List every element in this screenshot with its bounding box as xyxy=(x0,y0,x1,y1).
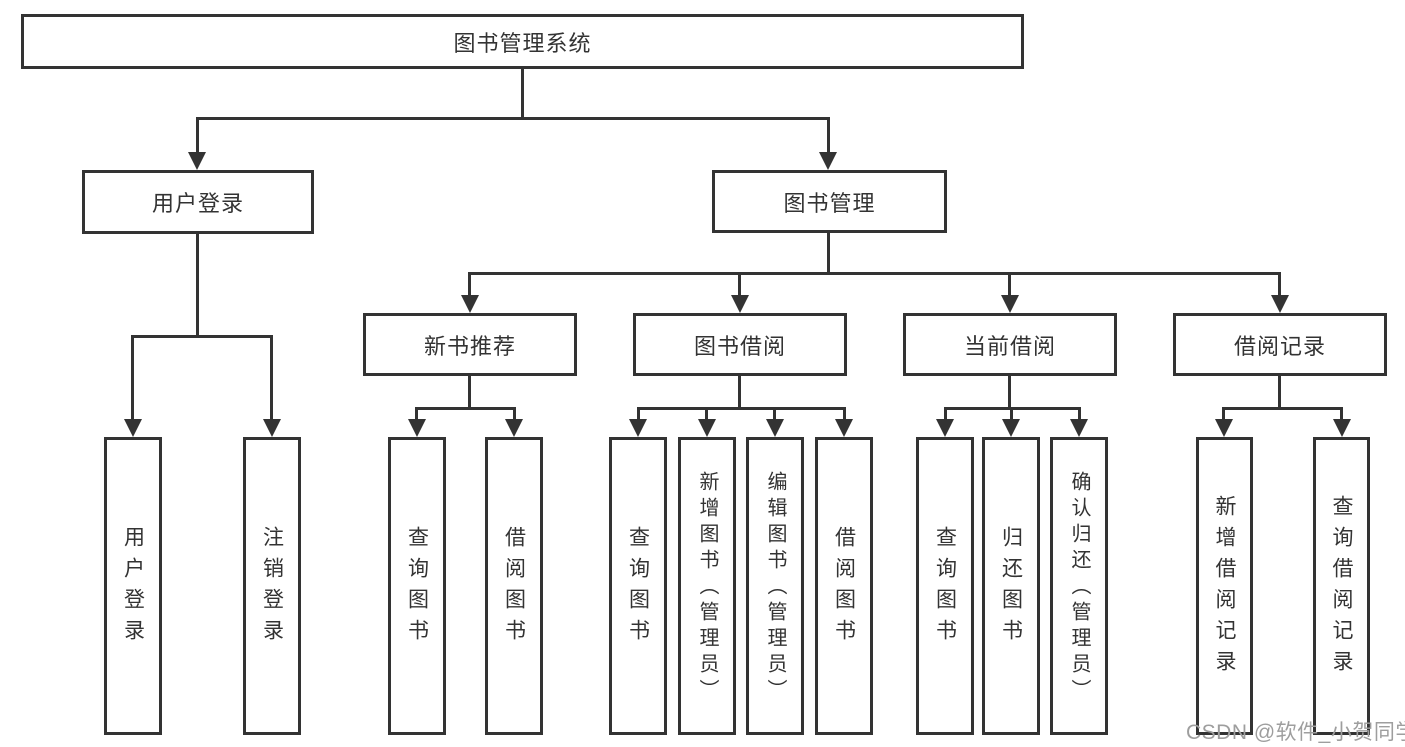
leaf-borrow-books: 借阅图书 xyxy=(815,437,873,735)
connector-newbook-drop xyxy=(415,407,418,422)
connector-bookmgmt-drop xyxy=(1278,272,1281,298)
connector-bookmgmt-stem xyxy=(827,233,830,275)
arrow-down-icon xyxy=(731,295,749,313)
leaf-label: 编辑图书（管理员） xyxy=(764,471,786,705)
node-borrow-records: 借阅记录 xyxy=(1173,313,1387,376)
leaf-user-login: 用户登录 xyxy=(104,437,162,735)
arrow-down-icon xyxy=(505,419,523,437)
node-user-login: 用户登录 xyxy=(82,170,314,234)
leaf-edit-book-admin: 编辑图书（管理员） xyxy=(746,437,804,735)
leaf-label: 借阅图书 xyxy=(502,526,526,650)
connector-root-branch xyxy=(196,117,830,120)
leaf-label: 用户登录 xyxy=(121,526,145,650)
connector-userlogin-drop xyxy=(131,335,134,421)
connector-bookborrow-stem xyxy=(738,376,741,410)
connector-currentborrow-drop xyxy=(1010,407,1013,422)
arrow-down-icon xyxy=(1002,419,1020,437)
connector-userlogin-branch xyxy=(131,335,273,338)
leaf-label: 确认归还（管理员） xyxy=(1068,471,1090,705)
leaf-label: 注销登录 xyxy=(260,526,284,650)
node-current-borrow: 当前借阅 xyxy=(903,313,1117,376)
connector-borrowrecords-drop xyxy=(1222,407,1225,422)
leaf-query-books-recommend: 查询图书 xyxy=(388,437,446,735)
arrow-down-icon xyxy=(1215,419,1233,437)
leaf-add-book-admin: 新增图书（管理员） xyxy=(678,437,736,735)
node-current-borrow-label: 当前借阅 xyxy=(963,333,1056,359)
connector-newbook-branch xyxy=(415,407,516,410)
leaf-add-borrow-record: 新增借阅记录 xyxy=(1196,437,1253,735)
arrow-down-icon xyxy=(188,152,206,170)
arrow-down-icon xyxy=(629,419,647,437)
node-book-management: 图书管理 xyxy=(712,170,947,233)
connector-root-stem xyxy=(521,69,524,117)
arrow-down-icon xyxy=(1271,295,1289,313)
leaf-logout: 注销登录 xyxy=(243,437,301,735)
connector-bookmgmt-drop xyxy=(738,272,741,298)
leaf-query-borrow-record: 查询借阅记录 xyxy=(1313,437,1370,735)
connector-borrowrecords-branch xyxy=(1222,407,1343,410)
leaf-label: 查询图书 xyxy=(405,526,429,650)
arrow-down-icon xyxy=(766,419,784,437)
node-book-management-label: 图书管理 xyxy=(783,190,876,216)
connector-bookmgmt-branch xyxy=(468,272,1281,275)
leaf-label: 查询图书 xyxy=(933,526,957,650)
connector-currentborrow-drop xyxy=(1078,407,1081,422)
connector-currentborrow-drop xyxy=(944,407,947,422)
arrow-down-icon xyxy=(698,419,716,437)
csdn-watermark: CSDN @软件_小贺同学 xyxy=(1186,721,1405,744)
connector-newbook-stem xyxy=(468,376,471,410)
arrow-down-icon xyxy=(1070,419,1088,437)
connector-borrowrecords-drop xyxy=(1340,407,1343,422)
connector-userlogin-stem xyxy=(196,234,199,335)
leaf-confirm-return-admin: 确认归还（管理员） xyxy=(1050,437,1108,735)
node-root-label: 图书管理系统 xyxy=(453,30,592,56)
node-book-borrow: 图书借阅 xyxy=(633,313,847,376)
leaf-borrow-books-recommend: 借阅图书 xyxy=(485,437,543,735)
arrow-down-icon xyxy=(1001,295,1019,313)
connector-bookborrow-drop xyxy=(773,407,776,422)
node-book-borrow-label: 图书借阅 xyxy=(693,333,786,359)
arrow-down-icon xyxy=(835,419,853,437)
node-root: 图书管理系统 xyxy=(21,14,1024,69)
leaf-query-books-current: 查询图书 xyxy=(916,437,974,735)
arrow-down-icon xyxy=(461,295,479,313)
connector-borrowrecords-stem xyxy=(1278,376,1281,410)
arrow-down-icon xyxy=(936,419,954,437)
node-new-book-recommend-label: 新书推荐 xyxy=(423,333,516,359)
node-user-login-label: 用户登录 xyxy=(151,191,244,216)
arrow-down-icon xyxy=(263,419,281,437)
connector-currentborrow-stem xyxy=(1008,376,1011,410)
leaf-label: 新增借阅记录 xyxy=(1213,495,1236,681)
leaf-query-books-borrow: 查询图书 xyxy=(609,437,667,735)
node-borrow-records-label: 借阅记录 xyxy=(1233,333,1326,359)
connector-bookborrow-branch xyxy=(637,407,846,410)
arrow-down-icon xyxy=(819,152,837,170)
connector-bookmgmt-drop xyxy=(1008,272,1011,298)
connector-newbook-drop xyxy=(513,407,516,422)
leaf-label: 新增图书（管理员） xyxy=(696,471,718,705)
leaf-label: 查询图书 xyxy=(626,526,650,650)
connector-bookborrow-drop xyxy=(637,407,640,422)
connector-userlogin-drop xyxy=(270,335,273,421)
connector-bookborrow-drop xyxy=(705,407,708,422)
leaf-label: 借阅图书 xyxy=(832,526,856,650)
leaf-return-books: 归还图书 xyxy=(982,437,1040,735)
arrow-down-icon xyxy=(1333,419,1351,437)
connector-bookmgmt-drop xyxy=(468,272,471,298)
connector-root-right-drop xyxy=(827,117,830,155)
arrow-down-icon xyxy=(408,419,426,437)
connector-root-left-drop xyxy=(196,117,199,155)
connector-bookborrow-drop xyxy=(843,407,846,422)
arrow-down-icon xyxy=(124,419,142,437)
leaf-label: 查询借阅记录 xyxy=(1330,495,1353,681)
node-new-book-recommend: 新书推荐 xyxy=(363,313,577,376)
leaf-label: 归还图书 xyxy=(999,526,1023,650)
